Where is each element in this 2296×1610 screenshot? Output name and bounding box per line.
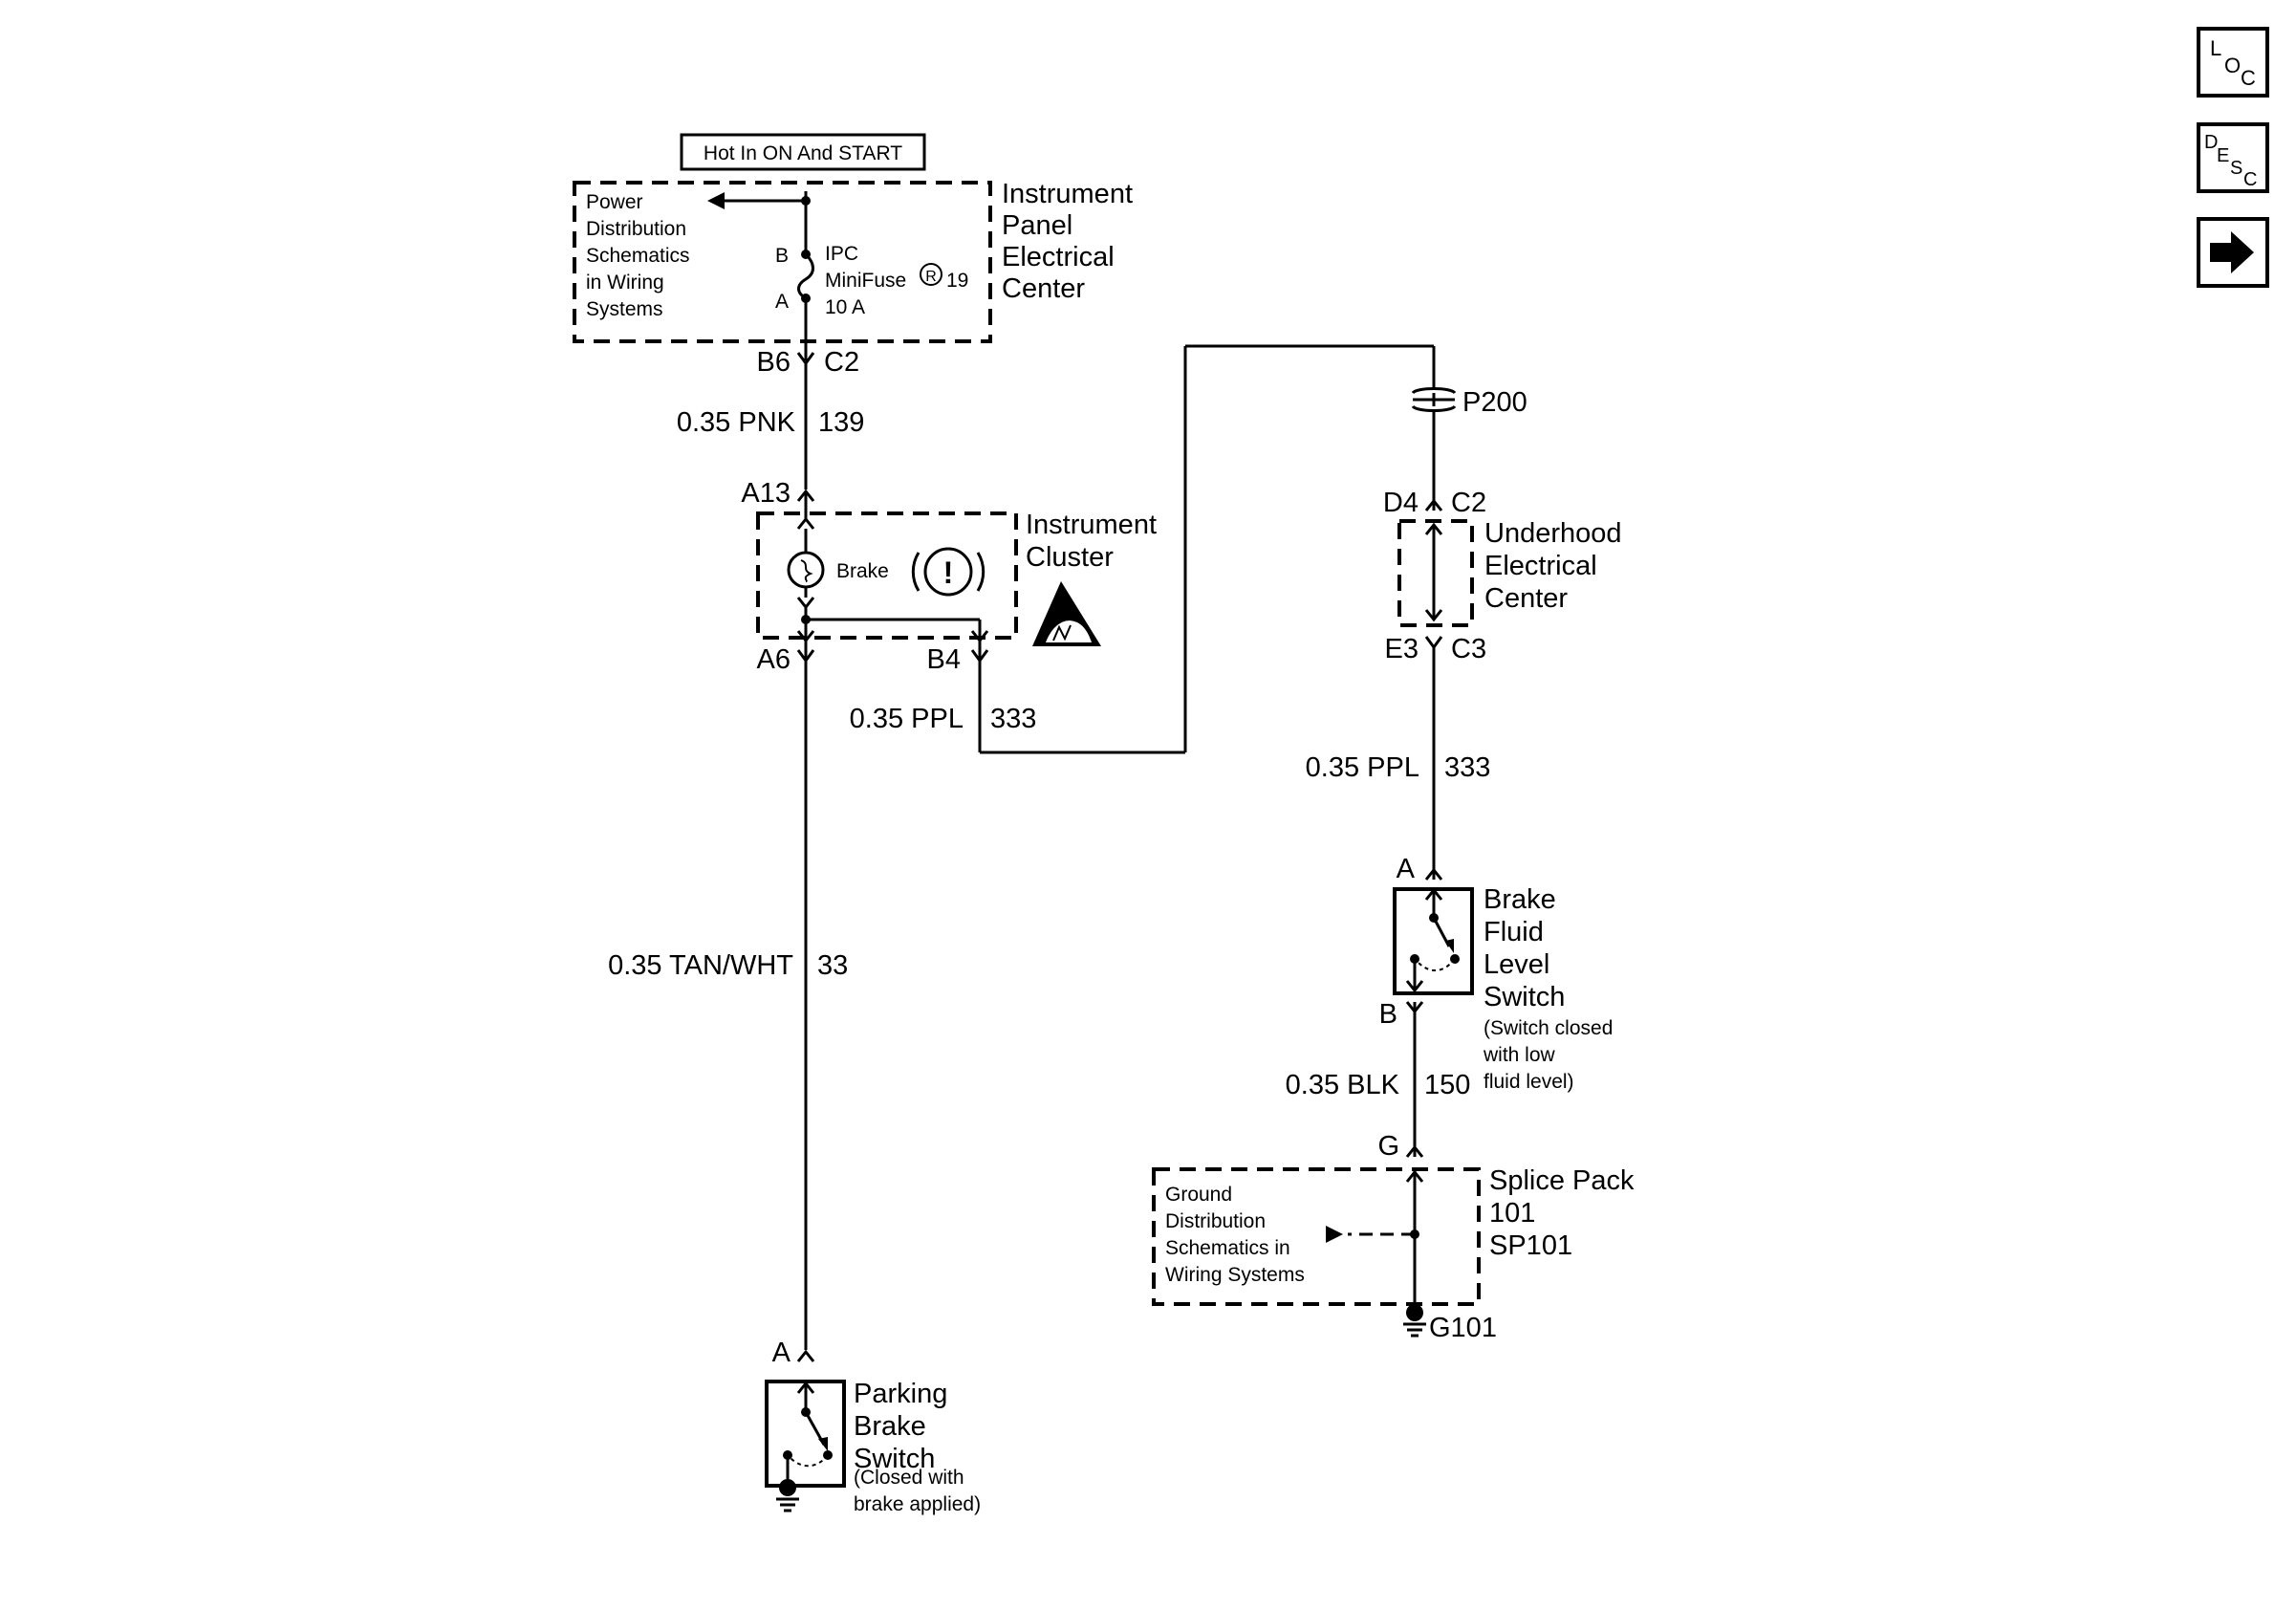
svg-text:(Closed with brake appli: (Closed with brake applied) [854,1467,981,1515]
svg-text:Hot In ON And START: Hot In ON And START [704,142,902,164]
left-arrow-icon [707,192,725,209]
svg-text:MiniFuse: MiniFuse [825,270,906,292]
svg-text:C2: C2 [824,347,859,378]
fuse-icon [797,252,814,300]
svg-text:Parking Brake Swit: Parking Brake Switch [854,1379,955,1474]
svg-text:0.35 TAN/WHT: 0.35 TAN/WHT [608,950,793,981]
svg-text:(Switch closed with low: (Switch closed with low fluid level) [1483,1017,1618,1093]
svg-text:D4: D4 [1383,488,1419,518]
svg-text:0.35 BLK: 0.35 BLK [1286,1070,1400,1100]
svg-text:A: A [1397,854,1416,884]
splice-pack-101: G Splice Pack 101 SP101 [1152,1131,1642,1312]
svg-text:A: A [772,1338,791,1368]
svg-text:S: S [2230,158,2242,179]
svg-text:G101: G101 [1429,1313,1497,1343]
svg-text:19: 19 [946,270,968,292]
svg-text:A: A [775,291,789,313]
wire-333-ppl-cluster: 0.35 PPL 333 [850,344,1436,754]
svg-text:333: 333 [1444,752,1490,783]
svg-text:Brake Fluid Level: Brake Fluid Level Switch [1484,884,1565,1012]
power-distribution-reference[interactable]: Power Distribution Schematics in Wiring … [586,191,806,320]
ground-g101: G101 [1403,1304,1497,1343]
wire-33-tan-wht: 0.35 TAN/WHT 33 [608,650,848,1350]
svg-text:E3: E3 [1385,634,1419,664]
svg-text:333: 333 [990,704,1036,734]
svg-text:A13: A13 [741,478,791,509]
wire-333-ppl-underhood: 0.35 PPL 333 [1306,647,1490,880]
pass-through-p200: P200 [1411,387,1527,418]
svg-text:0.35 PPL: 0.35 PPL [1306,752,1419,783]
svg-text:0.35 PPL: 0.35 PPL [850,704,964,734]
connector-b6-c2: B6 C2 [757,339,859,378]
svg-text:D: D [2204,132,2218,153]
svg-text:Power Distribution: Power Distribution Schematics in Wiring … [586,191,695,320]
svg-text:Instrument Panel E: Instrument Panel Electrical Center [1002,179,1140,304]
svg-text:!: ! [943,555,954,590]
svg-text:E: E [2217,145,2229,166]
svg-text:150: 150 [1424,1070,1470,1100]
connector-a13: A13 [741,478,815,521]
svg-text:Splice Pack 101 SP: Splice Pack 101 SP101 [1489,1165,1642,1261]
next-button[interactable] [2197,217,2269,288]
svg-text:B6: B6 [757,347,791,378]
svg-text:C: C [2243,169,2257,190]
svg-text:C: C [2241,66,2256,90]
loc-button[interactable]: L O C [2197,27,2269,98]
svg-text:C2: C2 [1451,488,1486,518]
svg-text:C3: C3 [1451,634,1486,664]
svg-text:10 A: 10 A [825,296,865,318]
ground-distribution-reference[interactable]: Ground Distribution Schematics in Wiring… [1165,1184,1305,1286]
connector-b4: B4 [927,641,989,675]
esd-sensitive-icon [1032,581,1101,646]
underhood-electrical-center: D4 C2 Underhood Electrical Center E3 C3 [1383,409,1630,664]
svg-text:P200: P200 [1462,387,1527,418]
desc-button[interactable]: D E S C [2197,122,2269,193]
svg-text:B: B [775,245,789,267]
svg-text:A6: A6 [757,644,791,675]
instrument-cluster-box: Instrument Cluster [756,510,1164,640]
svg-text:Underhood Electrical: Underhood Electrical Center [1484,518,1630,614]
brake-fluid-level-switch: A Brake Fluid Level Switch (Switch close… [1379,854,1618,1093]
svg-text:33: 33 [817,950,848,981]
left-arrow-icon [1326,1226,1343,1243]
ipc-minifuse-19: B A IPC MiniFuse R 19 10 A [775,191,968,339]
right-arrow-icon [2210,231,2254,273]
wire-150-blk: 0.35 BLK 150 [1286,1002,1470,1157]
svg-text:O: O [2224,54,2241,77]
svg-text:B4: B4 [927,644,961,675]
brake-warning-icon: ! [911,547,986,597]
parking-brake-switch: A Parking Brake Switch (Closed with brak… [765,1338,981,1515]
svg-text:R: R [925,269,937,285]
svg-text:G: G [1377,1131,1399,1162]
svg-text:Brake: Brake [836,560,889,582]
svg-text:IPC: IPC [825,243,858,265]
svg-text:L: L [2210,36,2221,60]
hot-in-on-and-start-label: Hot In ON And START [680,133,926,171]
wire-139-pnk: 0.35 PNK 139 [677,363,864,490]
svg-text:139: 139 [818,407,864,438]
brake-indicator-lamp: Brake ! [787,516,986,610]
svg-text:B: B [1379,999,1397,1030]
svg-text:0.35 PNK: 0.35 PNK [677,407,796,438]
svg-text:Instrument Cluster: Instrument Cluster [1026,510,1164,573]
svg-text:Ground Distribution: Ground Distribution Schematics in Wiring… [1165,1184,1305,1286]
ipec-box: Instrument Panel Electrical Center [573,179,1140,343]
